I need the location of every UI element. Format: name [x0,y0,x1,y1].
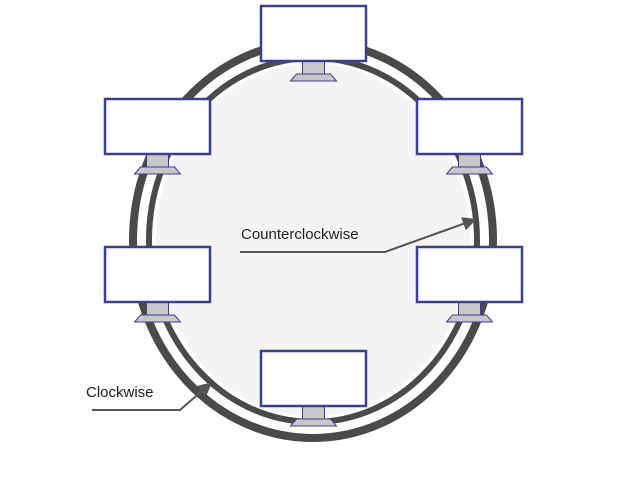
counterclockwise-label: Counterclockwise [241,226,359,243]
monitor-base [289,73,338,82]
monitor-stand [458,153,481,168]
monitor-lower-right [415,245,524,323]
monitor-stand [146,153,169,168]
monitor-base [445,314,494,323]
monitor-screen [259,349,368,408]
ring-center-area [156,64,470,416]
monitor-upper-left [103,97,212,175]
monitor-screen [103,97,212,156]
counterclockwise-arrow [240,217,477,253]
monitor-screen [415,97,524,156]
monitor-screen [259,4,368,63]
monitor-bottom [259,349,368,427]
monitor-screen [103,245,212,304]
monitor-base [133,314,182,323]
monitor-base [289,418,338,427]
monitor-top [259,4,368,82]
counterclockwise-annotation: Counterclockwise [240,217,477,253]
monitor-lower-left [103,245,212,323]
clockwise-arrow [92,382,213,411]
monitor-stand [302,60,325,75]
clockwise-label: Clockwise [86,384,154,401]
monitor-stand [146,301,169,316]
monitor-base [445,166,494,175]
clockwise-annotation: Clockwise [86,382,213,411]
monitor-nodes [103,4,524,427]
monitor-stand [302,405,325,420]
monitor-upper-right [415,97,524,175]
monitor-base [133,166,182,175]
monitor-stand [458,301,481,316]
monitor-screen [415,245,524,304]
